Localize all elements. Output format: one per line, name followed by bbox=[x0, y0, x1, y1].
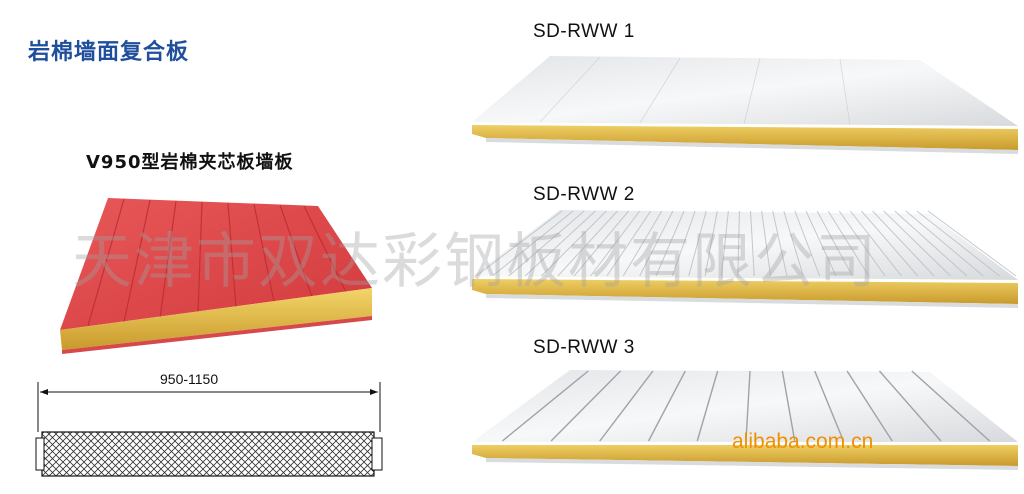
panel-rib bbox=[704, 210, 718, 277]
panel-rib bbox=[688, 210, 707, 277]
panel-image-2 bbox=[472, 210, 1018, 308]
panel-rib bbox=[508, 210, 585, 277]
panel-rib bbox=[737, 210, 740, 277]
panel-rib bbox=[557, 210, 618, 277]
red-sandwich-panel bbox=[60, 198, 372, 354]
panel-rib bbox=[794, 210, 821, 277]
panel-label-2: SD-RWW 2 bbox=[533, 184, 635, 205]
panel-image-1 bbox=[472, 56, 1018, 154]
panel-rib bbox=[838, 210, 886, 277]
panel-rib bbox=[639, 210, 674, 277]
panel-groove bbox=[911, 370, 991, 442]
company-watermark: 天津市双达彩钢板材有限公司 bbox=[72, 227, 878, 297]
panel-rib bbox=[872, 210, 935, 277]
panel-label-3: SD-RWW 3 bbox=[533, 337, 635, 358]
panel-rib bbox=[805, 210, 837, 277]
panel-rib bbox=[655, 210, 685, 277]
site-watermark: alibaba.com.cn bbox=[732, 430, 874, 453]
panel-groove bbox=[781, 370, 796, 442]
page-heading: 岩棉墙面复合板 bbox=[28, 40, 190, 65]
panel-image-3 bbox=[472, 370, 1018, 470]
panel-rib bbox=[622, 210, 663, 277]
panel-groove bbox=[878, 370, 942, 442]
panel-rib bbox=[927, 210, 1017, 277]
cross-section-drawing bbox=[35, 382, 383, 477]
panel-rib bbox=[761, 210, 772, 277]
panel-rib bbox=[492, 210, 574, 277]
panel-rib bbox=[573, 210, 629, 277]
panel-rib bbox=[861, 210, 919, 277]
panel-groove bbox=[814, 370, 845, 442]
panel-rib bbox=[590, 210, 641, 277]
panel-rib bbox=[905, 210, 984, 277]
panel-label-1: SD-RWW 1 bbox=[533, 21, 635, 42]
panel-rib bbox=[894, 210, 968, 277]
panel-groove bbox=[550, 370, 622, 442]
panel-groove bbox=[745, 370, 751, 442]
panel-groove bbox=[647, 370, 686, 442]
panel-groove bbox=[501, 370, 589, 442]
panel-rib bbox=[671, 210, 696, 277]
panel-rib bbox=[475, 210, 563, 277]
panel-rib bbox=[606, 210, 652, 277]
panel-rib bbox=[849, 210, 902, 277]
panel-rib bbox=[883, 210, 951, 277]
panel-rib bbox=[750, 210, 755, 277]
panel-rib bbox=[720, 210, 729, 277]
panel-rib bbox=[816, 210, 853, 277]
panel-groove bbox=[696, 370, 719, 442]
panel-groove bbox=[599, 370, 654, 442]
dimension-label: 950-1150 bbox=[160, 371, 219, 387]
panel-rib bbox=[827, 210, 870, 277]
panel-rib bbox=[783, 210, 804, 277]
panel-rib bbox=[541, 210, 607, 277]
panel-rib bbox=[916, 210, 1000, 277]
panel-rib bbox=[772, 210, 788, 277]
panel-groove bbox=[846, 370, 893, 442]
product-subtitle: V950型岩棉夹芯板墙板 bbox=[86, 152, 294, 173]
panel-rib bbox=[524, 210, 596, 277]
